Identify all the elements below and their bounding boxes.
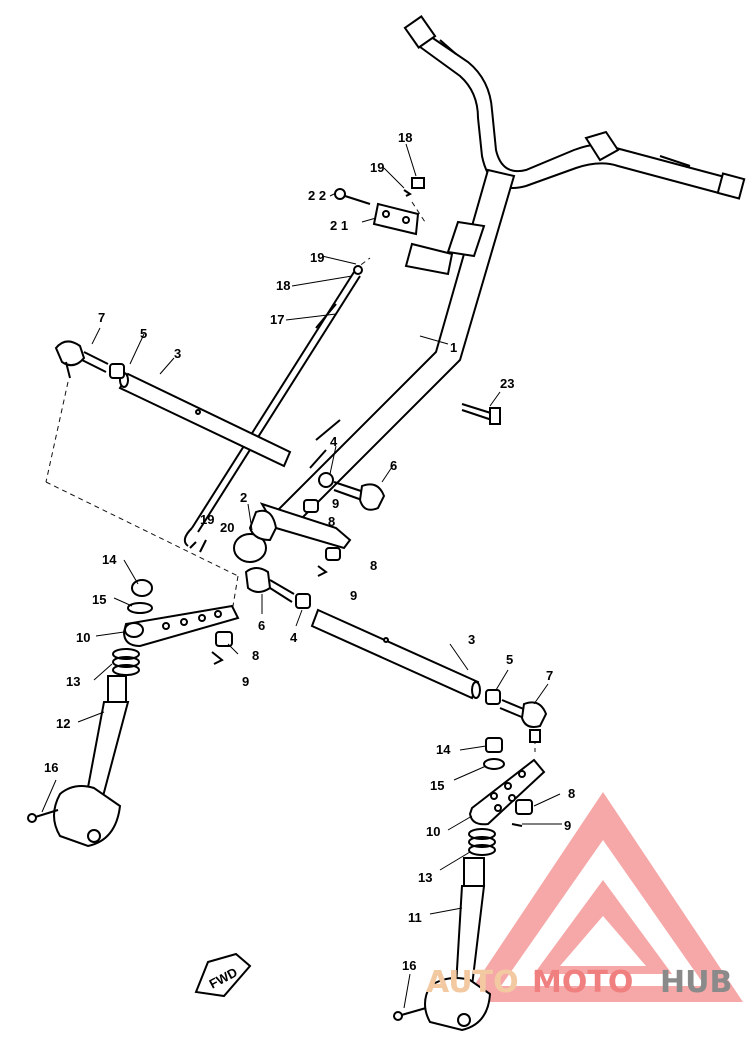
label-12: 12 <box>56 716 70 731</box>
watermark-text-moto: MOTO <box>532 965 633 1000</box>
spring-right-icon <box>468 828 496 856</box>
pin-20-icon <box>189 539 207 553</box>
handlebar <box>403 15 746 200</box>
pitman-arm <box>233 499 352 577</box>
knuckle-arm-left <box>122 579 240 665</box>
clamp-bracket <box>372 202 420 236</box>
label-5b: 5 <box>506 652 513 667</box>
label-15a: 15 <box>92 592 106 607</box>
fwd-direction-icon: FWD <box>194 952 252 998</box>
watermark-logo-icon <box>463 792 743 1002</box>
tie-rod-upper <box>118 372 292 468</box>
label-16a: 16 <box>44 760 58 775</box>
pin-19-top-icon <box>403 189 412 197</box>
lower-joint <box>244 567 311 609</box>
steering-column <box>274 168 516 522</box>
label-8c: 8 <box>252 648 259 663</box>
label-11: 11 <box>408 910 422 925</box>
label-14b: 14 <box>436 742 451 757</box>
tie-rod-end-right <box>318 472 386 511</box>
tie-rod-end-upper <box>54 340 109 379</box>
label-8d: 8 <box>568 786 575 801</box>
label-13a: 13 <box>66 674 80 689</box>
label-20: 20 <box>220 520 234 535</box>
label-leaders <box>41 143 562 1009</box>
label-22: 2 2 <box>308 188 326 203</box>
label-8a: 8 <box>328 514 335 529</box>
label-6a: 6 <box>390 458 397 473</box>
label-9d: 9 <box>564 818 571 833</box>
watermark: AUTO MOTO HUB <box>426 965 732 1000</box>
label-14a: 14 <box>102 552 117 567</box>
label-23: 23 <box>500 376 514 391</box>
label-19a: 19 <box>370 160 384 175</box>
label-17: 17 <box>270 312 284 327</box>
label-1: 1 <box>450 340 457 355</box>
label-19c: 19 <box>200 512 214 527</box>
tie-rod-end-lower <box>485 689 548 743</box>
label-2: 2 <box>240 490 247 505</box>
nut-18-top-icon <box>411 177 425 189</box>
label-8b: 8 <box>370 558 377 573</box>
label-9c: 9 <box>242 674 249 689</box>
label-5a: 5 <box>140 326 147 341</box>
spring-left-icon <box>112 648 140 676</box>
label-19b: 19 <box>310 250 324 265</box>
label-7b: 7 <box>546 668 553 683</box>
label-3b: 3 <box>468 632 475 647</box>
label-21: 2 1 <box>330 218 348 233</box>
bolt-22-icon <box>334 188 371 205</box>
label-4a: 4 <box>330 434 338 449</box>
tie-rod-lower <box>310 608 481 700</box>
label-10b: 10 <box>426 824 440 839</box>
label-10a: 10 <box>76 630 90 645</box>
label-7a: 7 <box>98 310 105 325</box>
label-3a: 3 <box>174 346 181 361</box>
watermark-text-hub: HUB <box>660 965 732 1000</box>
label-15b: 15 <box>430 778 444 793</box>
label-6b: 6 <box>258 618 265 633</box>
spindle-right <box>393 857 492 1032</box>
knuckle-arm-right <box>468 737 546 827</box>
label-13b: 13 <box>418 870 432 885</box>
part-labels: 1 2 3 3 4 4 5 5 6 6 7 7 8 8 8 8 9 9 9 9 … <box>44 130 575 973</box>
label-18b: 18 <box>276 278 290 293</box>
bolt-23-icon <box>461 403 501 425</box>
label-18a: 18 <box>398 130 412 145</box>
spindle-left <box>27 675 130 848</box>
label-16b: 16 <box>402 958 416 973</box>
nut-5-upper-icon <box>109 363 125 379</box>
watermark-text-auto: AUTO <box>426 965 519 1000</box>
label-4b: 4 <box>290 630 298 645</box>
label-9a: 9 <box>332 496 339 511</box>
label-9b: 9 <box>350 588 357 603</box>
